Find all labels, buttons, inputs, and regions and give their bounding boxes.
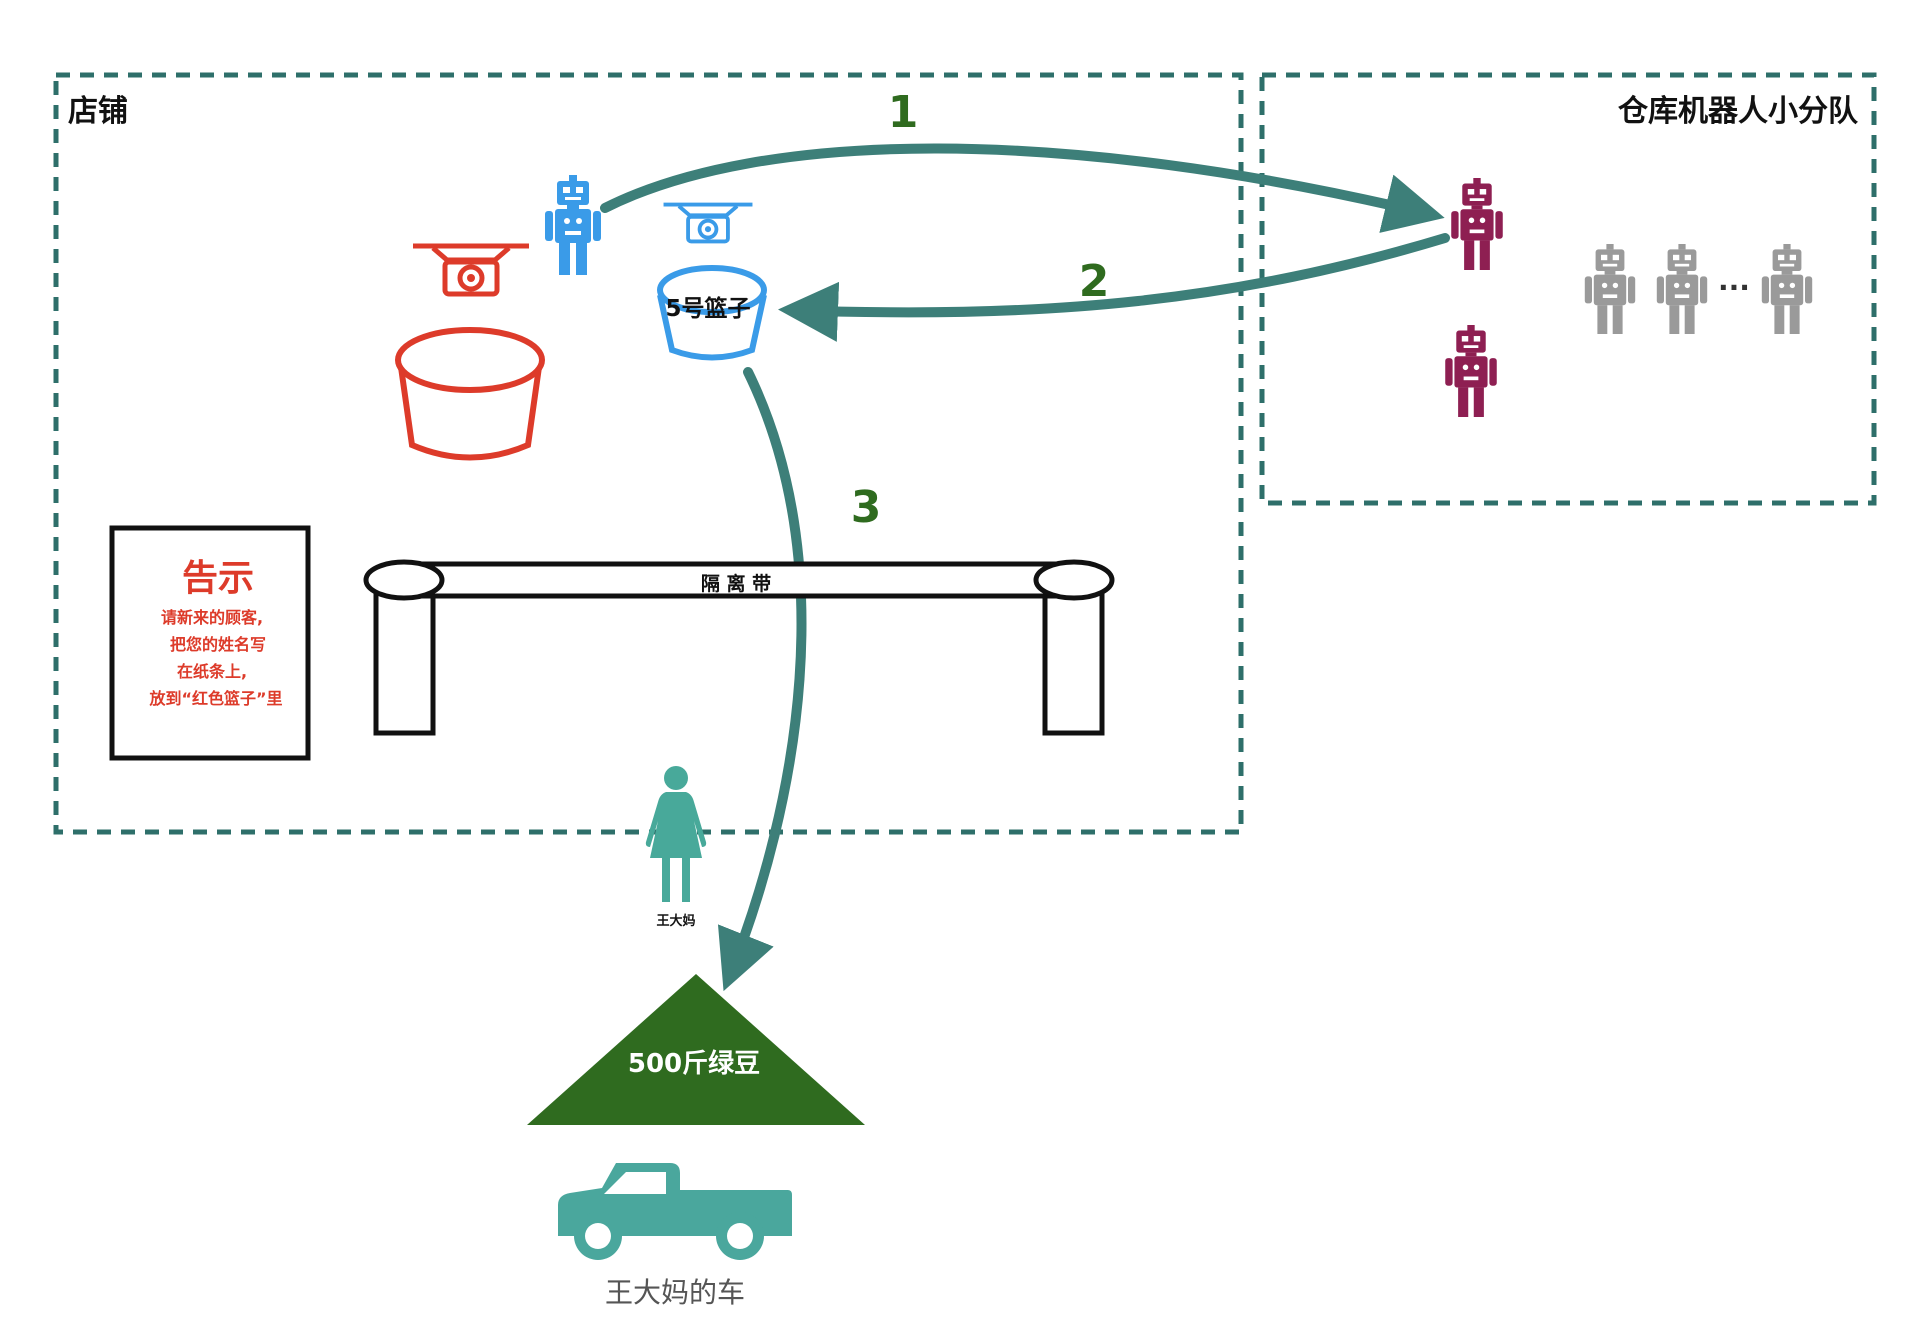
notice-line-3: 在纸条上, [177,662,247,681]
warehouse-frame [1259,72,1877,506]
notice-board: 告示 请新来的顾客, 把您的姓名写 在纸条上, 放到“红色篮子”里 [109,525,311,761]
magenta-robot-icon [1445,325,1497,417]
store-label: 店铺 [68,94,128,129]
notice-title: 告示 [182,558,254,599]
blue-drone-camera-icon [661,202,755,244]
gray-robot-icon [1656,244,1708,334]
store-region: 店铺 [53,72,1244,835]
isolation-barrier: 隔 离 带 [363,559,1115,736]
notice-line-1: 请新来的顾客, [161,608,263,627]
blue-basket-5: 5号篮子 [657,265,767,361]
red-drone-camera-icon [413,246,529,294]
gray-robot-icon [1584,244,1636,334]
gray-robot-icon [1761,244,1813,334]
blue-robot-icon [545,175,601,275]
arrow-step-2 [778,233,1450,342]
notice-line-4: 放到“红色篮子”里 [148,689,282,708]
warehouse-region: 仓库机器人小分队 [1259,72,1877,506]
notice-line-2: 把您的姓名写 [170,635,266,654]
flow-arrows [600,143,1450,992]
car-label: 王大妈的车 [605,1276,745,1309]
goods-pile: 500斤绿豆 [527,974,865,1125]
customer-label: 王大妈 [656,913,695,929]
step-number-3: 3 [851,482,882,533]
arrow-step-3 [717,367,807,992]
basket-label: 5号篮子 [665,295,750,322]
barrier-label: 隔 离 带 [701,572,771,595]
step-number-2: 2 [1079,256,1110,307]
store-frame [53,72,1244,835]
magenta-robot-icon [1451,178,1503,270]
arrow-step-1 [600,143,1445,233]
red-basket-icon [395,327,545,461]
goods-label: 500斤绿豆 [628,1049,760,1079]
warehouse-label: 仓库机器人小分队 [1618,94,1859,129]
customer-woman-icon [645,766,707,902]
step-number-1: 1 [888,87,919,138]
ellipsis-label: ... [1718,264,1750,297]
pickup-truck-icon [558,1163,792,1260]
